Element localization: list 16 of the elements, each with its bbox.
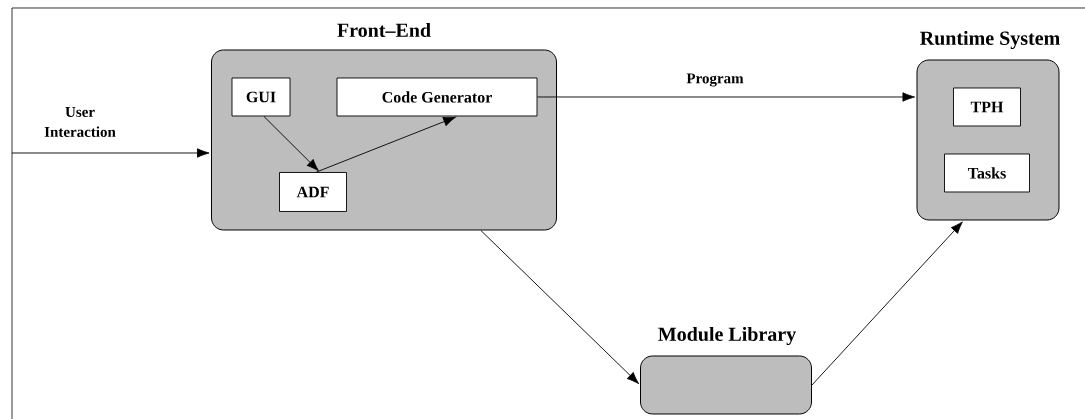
arrow <box>480 230 640 385</box>
labelled-box: GUI <box>231 77 291 117</box>
arrow <box>11 148 210 158</box>
box-heading: Module Library <box>658 326 796 346</box>
box-heading: Runtime System <box>920 30 1060 50</box>
labelled-box: Code Generator <box>336 77 538 117</box>
arrow <box>537 92 915 102</box>
labelled-box: Tasks <box>944 153 1030 193</box>
edge-label: User Interaction <box>44 107 116 137</box>
arrow <box>811 221 963 386</box>
box-heading: Front–End <box>337 22 431 37</box>
labelled-box: TPH <box>953 87 1021 127</box>
labelled-box: ADF <box>279 172 347 212</box>
edge-label: Program <box>686 73 744 87</box>
arrow <box>315 116 456 173</box>
arrow <box>263 116 319 172</box>
